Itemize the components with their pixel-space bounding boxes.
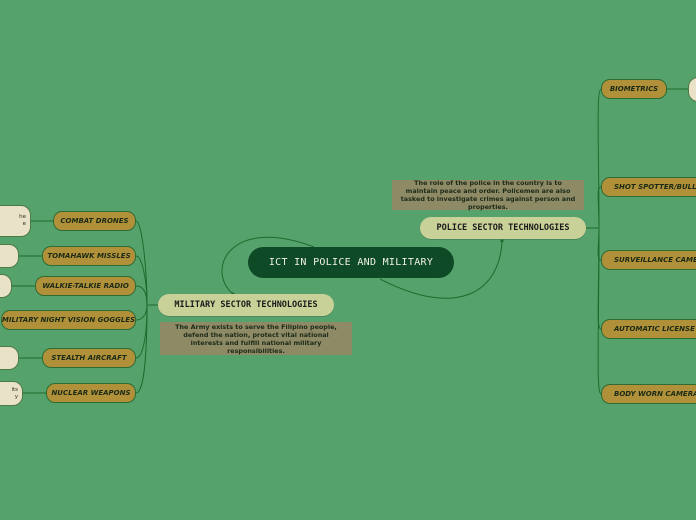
military-item-label: STEALTH AIRCRAFT: [51, 354, 127, 362]
police-item-label: BODY WORN CAMERAS: [614, 390, 696, 398]
military-item-label: NUCLEAR WEAPONS: [51, 389, 131, 397]
military-sector-label: MILITARY SECTOR TECHNOLOGIES: [174, 300, 318, 310]
military-sector-note: The Army exists to serve the Filipino pe…: [160, 322, 352, 355]
military-item-combat-drones[interactable]: COMBAT DRONES: [53, 211, 136, 231]
police-sector-note-text: The role of the police in the country is…: [400, 179, 576, 211]
police-item-surveillance-cameras[interactable]: SURVEILLANCE CAMERA: [601, 250, 696, 270]
connector-central-military: [221, 236, 315, 295]
police-item-label: SHOT SPOTTER/BULLET: [614, 183, 696, 191]
military-detail-bubble-nuclear[interactable]: its y: [0, 381, 23, 406]
military-item-label: TOMAHAWK MISSLES: [47, 252, 131, 260]
connector-police-biometrics: [597, 88, 602, 229]
connector-police-body-cameras: [597, 227, 602, 395]
police-item-label: AUTOMATIC LICENSE PLA: [614, 325, 696, 333]
military-item-label: WALKIE-TALKIE RADIO: [42, 282, 129, 290]
military-sector-note-text: The Army exists to serve the Filipino pe…: [175, 322, 337, 355]
military-item-nuclear-weapons[interactable]: NUCLEAR WEAPONS: [46, 383, 136, 403]
police-sector-note: The role of the police in the country is…: [392, 179, 584, 211]
police-sector-topic[interactable]: POLICE SECTOR TECHNOLOGIES: [420, 217, 586, 239]
military-sector-topic[interactable]: MILITARY SECTOR TECHNOLOGIES: [158, 294, 334, 316]
military-item-stealth-aircraft[interactable]: STEALTH AIRCRAFT: [42, 348, 136, 368]
military-item-tomahawk-missles[interactable]: TOMAHAWK MISSLES: [42, 246, 136, 266]
military-item-label: COMBAT DRONES: [60, 217, 129, 225]
connector-dot-police: [500, 239, 504, 243]
connector-police-shot-spotter: [597, 186, 602, 229]
police-item-label: BIOMETRICS: [609, 85, 659, 93]
military-detail-bubble-combat-drones[interactable]: he e: [0, 205, 31, 237]
military-item-label: MILITARY NIGHT VISION GOGGLES: [1, 316, 136, 324]
police-item-label: SURVEILLANCE CAMERA: [614, 256, 696, 264]
police-item-license-plate[interactable]: AUTOMATIC LICENSE PLA: [601, 319, 696, 339]
military-item-walkie-talkie-radio[interactable]: WALKIE-TALKIE RADIO: [35, 276, 136, 296]
connector-central-police: [379, 240, 503, 299]
police-item-biometrics[interactable]: BIOMETRICS: [601, 79, 667, 99]
bubble-text-fragment: its y: [11, 386, 18, 400]
police-sector-label: POLICE SECTOR TECHNOLOGIES: [436, 223, 570, 233]
central-topic[interactable]: ICT IN POLICE AND MILITARY: [248, 247, 454, 278]
military-item-night-vision-goggles[interactable]: MILITARY NIGHT VISION GOGGLES: [1, 310, 136, 330]
connector-military-night-vision: [135, 304, 148, 321]
bubble-text-fragment: he e: [19, 214, 26, 227]
connector-military-walkie-talkie: [135, 285, 148, 306]
military-detail-bubble-tomahawk[interactable]: [0, 244, 19, 268]
military-detail-bubble-stealth[interactable]: [0, 346, 19, 370]
connector-military-nuclear: [135, 304, 148, 394]
police-item-shot-spotter[interactable]: SHOT SPOTTER/BULLET: [601, 177, 696, 197]
police-item-body-worn-cameras[interactable]: BODY WORN CAMERAS: [601, 384, 696, 404]
central-topic-label: ICT IN POLICE AND MILITARY: [268, 257, 434, 268]
